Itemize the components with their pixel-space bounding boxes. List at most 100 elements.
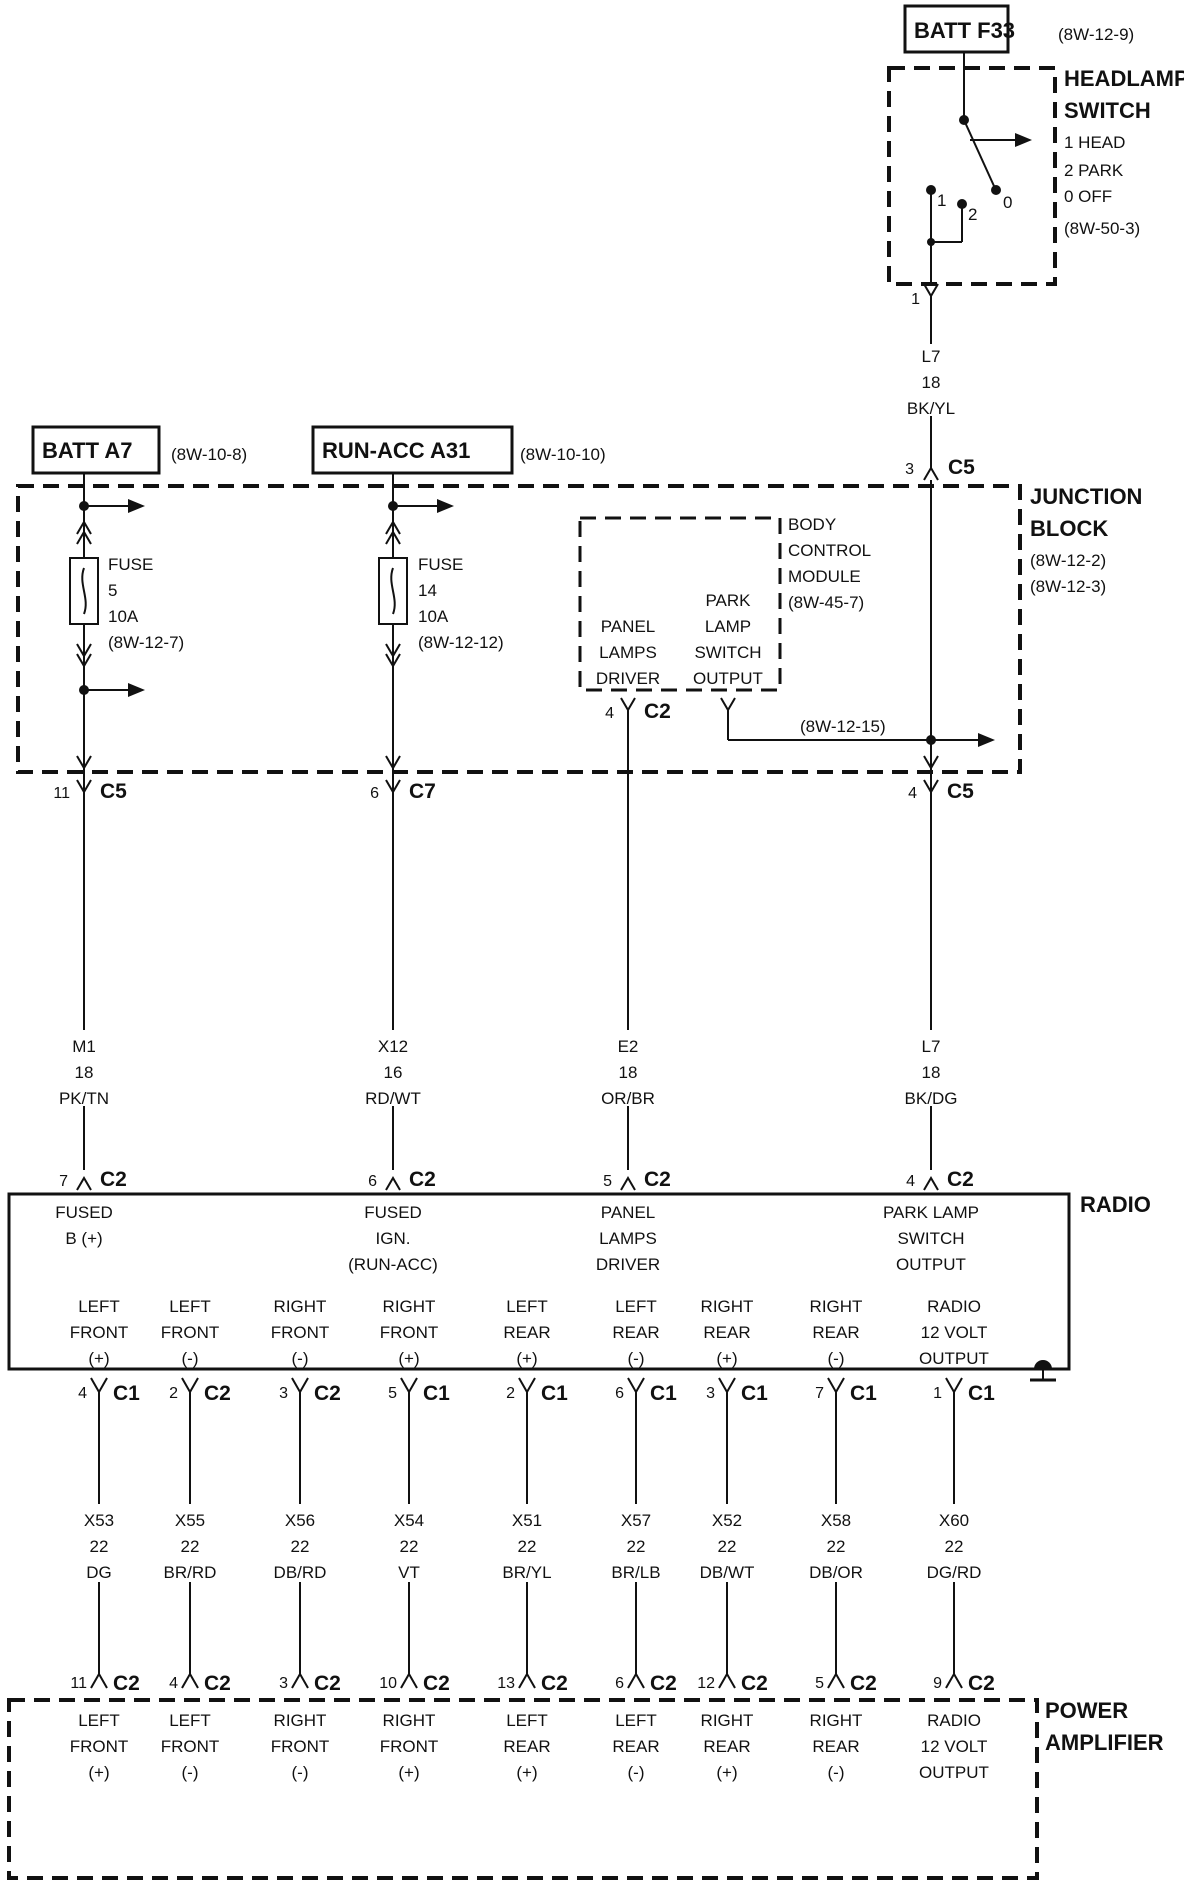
- radio-output-connector: [718, 1377, 736, 1395]
- radio-output-connector-name: C1: [968, 1382, 995, 1405]
- amp-input-pin: 12: [697, 1675, 715, 1692]
- wire-circuit: X58: [821, 1511, 851, 1530]
- fuse-14-circuit: FUSE 14 10A (8W-12-12): [378, 473, 504, 770]
- radio-output-connector: [827, 1377, 845, 1395]
- svg-text:C2: C2: [644, 700, 671, 723]
- svg-text:5: 5: [603, 1173, 612, 1190]
- wire-color: DG: [86, 1563, 112, 1582]
- svg-text:FUSE: FUSE: [418, 555, 463, 574]
- svg-text:RADIO: RADIO: [1080, 1192, 1151, 1217]
- wire-label-e2: E2 18 OR/BR: [594, 1030, 662, 1108]
- wire-circuit: X51: [512, 1511, 542, 1530]
- wire-gauge: 22: [627, 1537, 646, 1556]
- svg-text:2: 2: [968, 205, 977, 224]
- svg-text:14: 14: [418, 581, 437, 600]
- svg-text:M1: M1: [72, 1037, 96, 1056]
- wire-color: DB/OR: [809, 1563, 863, 1582]
- amp-input-label: RIGHT: [810, 1711, 863, 1730]
- amp-input-connector: [291, 1671, 309, 1689]
- radio-output-label: REAR: [703, 1323, 750, 1342]
- svg-text:C2: C2: [644, 1168, 671, 1191]
- amp-input-label: RADIO: [927, 1711, 981, 1730]
- amp-input-label: (+): [398, 1763, 419, 1782]
- amp-input-connector-name: C2: [650, 1672, 677, 1695]
- svg-text:18: 18: [922, 1063, 941, 1082]
- connector-jb-c2-out: 4 C2: [605, 700, 671, 723]
- svg-text:10A: 10A: [108, 607, 139, 626]
- amp-input-connector: [181, 1671, 199, 1689]
- connector-jb-c5-in: 3 C5: [905, 456, 975, 481]
- wire-gauge: 22: [90, 1537, 109, 1556]
- svg-text:(8W-12-12): (8W-12-12): [418, 633, 504, 652]
- svg-text:C7: C7: [409, 780, 436, 803]
- radio-output-connector: [400, 1377, 418, 1395]
- wire-gauge: 22: [400, 1537, 419, 1556]
- svg-text:FUSED: FUSED: [364, 1203, 422, 1222]
- radio-input-panel-lamps: PANEL LAMPS DRIVER: [596, 1203, 660, 1274]
- svg-text:18: 18: [75, 1063, 94, 1082]
- svg-text:C5: C5: [100, 780, 127, 803]
- source-batt-a7: BATT A7 (8W-10-8): [31, 425, 247, 475]
- wire-circuit: X56: [285, 1511, 315, 1530]
- svg-text:B (+): B (+): [65, 1229, 102, 1248]
- wire-circuit: X53: [84, 1511, 114, 1530]
- radio-output-connector-name: C1: [650, 1382, 677, 1405]
- source-batt-f33: BATT F33 (8W-12-9): [903, 4, 1134, 54]
- radio-output-pin: 1: [933, 1385, 942, 1402]
- svg-text:L7: L7: [922, 1037, 941, 1056]
- svg-text:(8W-10-8): (8W-10-8): [171, 445, 247, 464]
- radio-output-label: RIGHT: [810, 1297, 863, 1316]
- amp-input-pin: 9: [933, 1675, 942, 1692]
- radio-output-connector-name: C2: [204, 1382, 231, 1405]
- wire-label-bg: [918, 1504, 990, 1582]
- amp-input-label: LEFT: [615, 1711, 657, 1730]
- wire-circuit: X57: [621, 1511, 651, 1530]
- amp-input-label: RIGHT: [274, 1711, 327, 1730]
- amp-input-connector-name: C2: [423, 1672, 450, 1695]
- svg-text:BK/DG: BK/DG: [905, 1089, 958, 1108]
- wire-label-bg: [264, 1504, 336, 1582]
- svg-text:10A: 10A: [418, 607, 449, 626]
- amp-input-label: REAR: [812, 1737, 859, 1756]
- amp-input-label: REAR: [612, 1737, 659, 1756]
- svg-text:(8W-10-10): (8W-10-10): [520, 445, 606, 464]
- svg-text:(RUN-ACC): (RUN-ACC): [348, 1255, 438, 1274]
- svg-text:18: 18: [619, 1063, 638, 1082]
- source-run-acc-a31: RUN-ACC A31 (8W-10-10): [311, 425, 606, 475]
- amp-input-label: LEFT: [506, 1711, 548, 1730]
- body-control-module: BODY CONTROL MODULE (8W-45-7) PANEL LAMP…: [578, 515, 995, 1170]
- svg-text:0 OFF: 0 OFF: [1064, 187, 1112, 206]
- svg-text:HEADLAMP: HEADLAMP: [1064, 66, 1184, 91]
- amp-input-connector-name: C2: [968, 1672, 995, 1695]
- fuse-5-circuit: FUSE 5 10A (8W-12-7): [69, 473, 184, 770]
- amp-input-connector-name: C2: [850, 1672, 877, 1695]
- amp-input-label: (-): [828, 1763, 845, 1782]
- svg-text:PANEL: PANEL: [601, 1203, 656, 1222]
- wire-color: BR/LB: [611, 1563, 660, 1582]
- svg-text:C5: C5: [947, 780, 974, 803]
- amp-input-pin: 11: [70, 1675, 87, 1692]
- svg-text:11: 11: [53, 785, 70, 802]
- svg-text:PANEL: PANEL: [601, 617, 656, 636]
- radio-input-fused-b: FUSED B (+): [55, 1203, 113, 1248]
- amp-input-label: OUTPUT: [919, 1763, 989, 1782]
- svg-text:4: 4: [605, 705, 614, 722]
- svg-text:5: 5: [108, 581, 117, 600]
- svg-text:(8W-12-15): (8W-12-15): [800, 717, 886, 736]
- amp-input-label: (-): [182, 1763, 199, 1782]
- connector-jb-c5-out-b: 4 C5: [908, 779, 974, 803]
- amp-input-connector: [518, 1671, 536, 1689]
- radio-output-pin: 5: [388, 1385, 397, 1402]
- radio-output-label: REAR: [612, 1323, 659, 1342]
- svg-text:LAMP: LAMP: [705, 617, 751, 636]
- amp-input-connector: [945, 1671, 963, 1689]
- wire-label-x12: X12 16 RD/WT: [359, 1030, 427, 1108]
- svg-text:IGN.: IGN.: [376, 1229, 411, 1248]
- svg-text:6: 6: [368, 1173, 377, 1190]
- radio-output-connector: [627, 1377, 645, 1395]
- radio-output-pin: 3: [706, 1385, 715, 1402]
- amp-input-connector-name: C2: [541, 1672, 568, 1695]
- wire-gauge: 22: [291, 1537, 310, 1556]
- headlamp-switch: HEADLAMP SWITCH 1 HEAD 2 PARK 0 OFF (8W-…: [887, 52, 1184, 286]
